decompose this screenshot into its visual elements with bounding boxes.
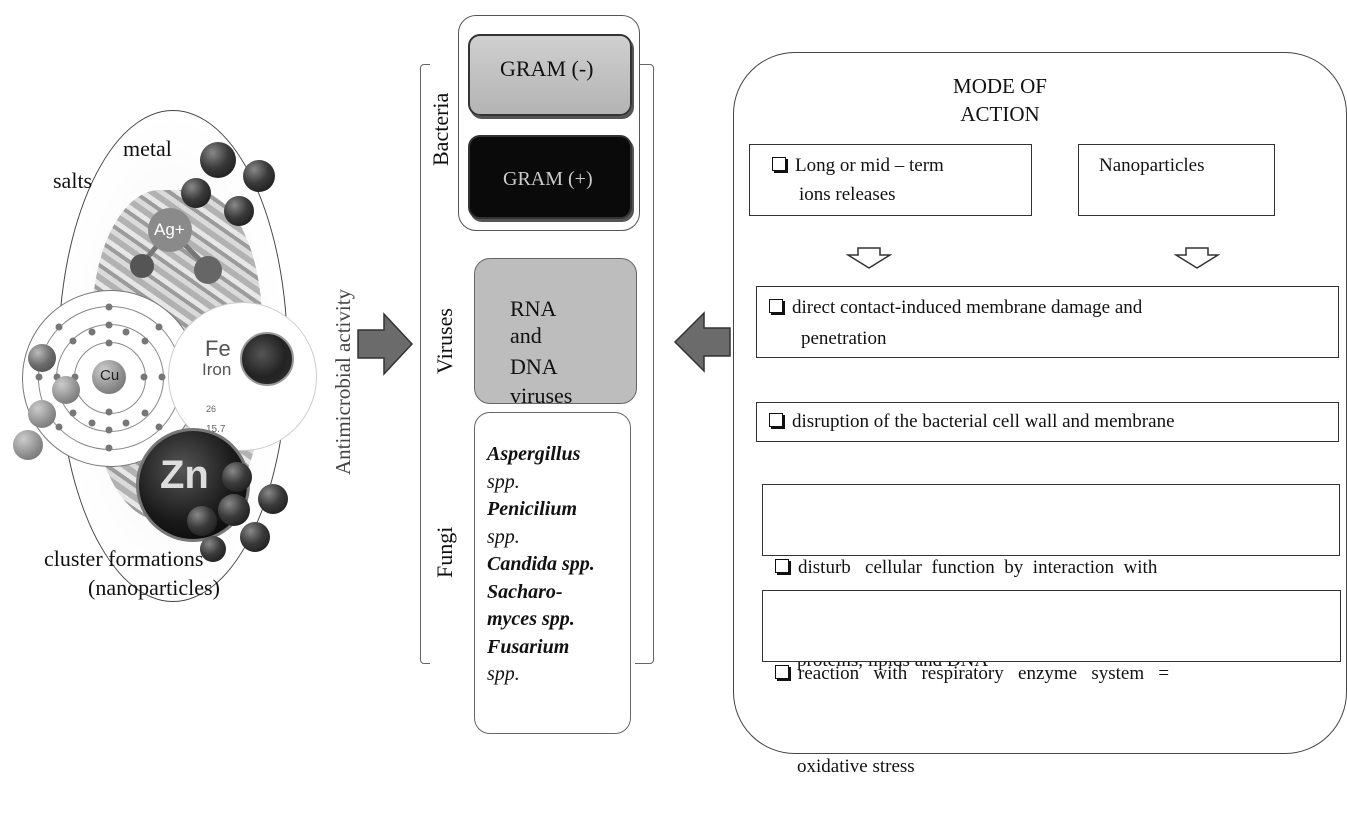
metal-ball [181,178,211,208]
checkbox-icon [769,299,783,313]
mechanism-1-line-2: penetration [801,328,887,349]
fungi-item: Fusarium [487,635,570,658]
ions-line-2: ions releases [799,184,896,205]
ions-line-1: Long or mid – term [772,151,1031,180]
arrow-right-icon [357,312,414,376]
metal-ball [52,376,80,404]
zn-symbol: Zn [160,453,209,497]
mode-title-line-1: MODE OF [953,74,1047,98]
mechanism-1-line-1: direct contact-induced membrane damage a… [769,292,1338,323]
fe-name: Iron [202,360,232,379]
metal-ball [218,494,250,526]
fungi-label: Fungi [432,526,457,578]
metal-ball [28,400,56,428]
fungi-item: spp. [487,663,520,685]
fungi-item: Sacharo- [487,580,563,603]
fungi-box [474,412,631,734]
gram-positive-box [468,135,632,219]
mechanism-box-4: reaction with respiratory enzyme system … [762,590,1341,777]
mechanism-2-text: disruption of the bacterial cell wall an… [792,411,1175,432]
metal-ball [222,462,252,492]
nanoparticles-box: Nanoparticles [1078,144,1275,216]
metal-ball [187,506,217,536]
fungi-item: spp. [487,525,520,548]
fungi-item: Aspergillus [487,443,581,465]
mechanism-4-line-2: oxidative stress [797,756,915,777]
viruses-label: Viruses [432,308,457,374]
bacteria-label: Bacteria [428,92,453,166]
mode-title-line-2: ACTION [960,102,1040,126]
arrow-left-icon [673,311,731,373]
iron-sample-icon [240,332,294,386]
viruses-box [474,258,637,404]
virus-line-2: and [510,323,542,348]
fungi-item: Penicilium [487,498,577,520]
gram-negative-label: GRAM (-) [500,56,594,81]
mechanism-box-1: direct contact-induced membrane damage a… [756,286,1339,358]
metal-ball [28,344,56,372]
metal-ball [240,522,270,552]
down-arrow-icon [1174,247,1220,269]
down-arrow-icon [846,247,892,269]
ions-text-1: Long or mid – term [795,155,944,176]
checkbox-icon [775,665,789,679]
fungi-list: Aspergillus spp. Penicilium spp. Candida… [487,441,595,689]
mechanism-box-3: disturb cellular function by interaction… [762,484,1340,671]
fungi-item: Candida spp. [487,553,595,575]
checkbox-icon [772,157,786,171]
virus-line-3: DNA [510,354,558,379]
fe-mass: 15.7 [206,424,226,435]
label-cluster-formations: cluster formations [44,546,204,571]
mode-of-action-title: MODE OF ACTION [930,72,1070,128]
metal-ball [224,196,254,226]
iron-element-icon [168,302,317,451]
ag-symbol: Ag+ [154,220,185,239]
checkbox-icon [769,413,783,427]
label-metal: metal [123,136,172,161]
virus-line-4: viruses [510,383,573,408]
mechanism-4-text-1: reaction with respiratory enzyme system … [798,663,1170,684]
metal-ball [258,484,288,514]
nanoparticles-label: Nanoparticles [1099,155,1205,176]
metal-ball [200,142,236,178]
fungi-item: spp. [487,470,520,493]
mechanism-1-text-1: direct contact-induced membrane damage a… [792,297,1143,318]
fe-symbol: Fe [205,336,231,361]
fe-number: 26 [206,404,217,414]
label-salts: salts [53,168,93,193]
checkbox-icon [775,559,789,573]
copper-nucleus [92,360,126,394]
antimicrobial-activity-label: Antimicrobial activity [331,288,355,475]
ag-molecule [130,208,222,284]
metal-ball [243,160,275,192]
mechanism-3-line-1: disturb cellular function by interaction… [775,552,1339,583]
gram-negative-box [468,34,632,116]
cu-symbol: Cu [100,367,120,384]
virus-line-1: RNA [510,296,557,321]
fungi-item: myces spp. [487,608,575,630]
mechanism-2-line: disruption of the bacterial cell wall an… [769,406,1338,437]
mechanism-4-line-1: reaction with respiratory enzyme system … [775,658,1340,689]
metal-salts-illustration: Ag+ Cu Fe Iron 26 15.7 Zn [0,0,330,620]
gram-positive-label: GRAM (+) [503,168,593,190]
metal-ball [13,430,43,460]
mechanism-3-text-1: disturb cellular function by interaction… [798,557,1158,578]
mechanism-box-2: disruption of the bacterial cell wall an… [756,402,1339,442]
ions-release-box: Long or mid – term ions releases [749,144,1032,216]
metal-ball [200,536,226,562]
label-nanoparticles: (nanoparticles) [88,575,220,600]
